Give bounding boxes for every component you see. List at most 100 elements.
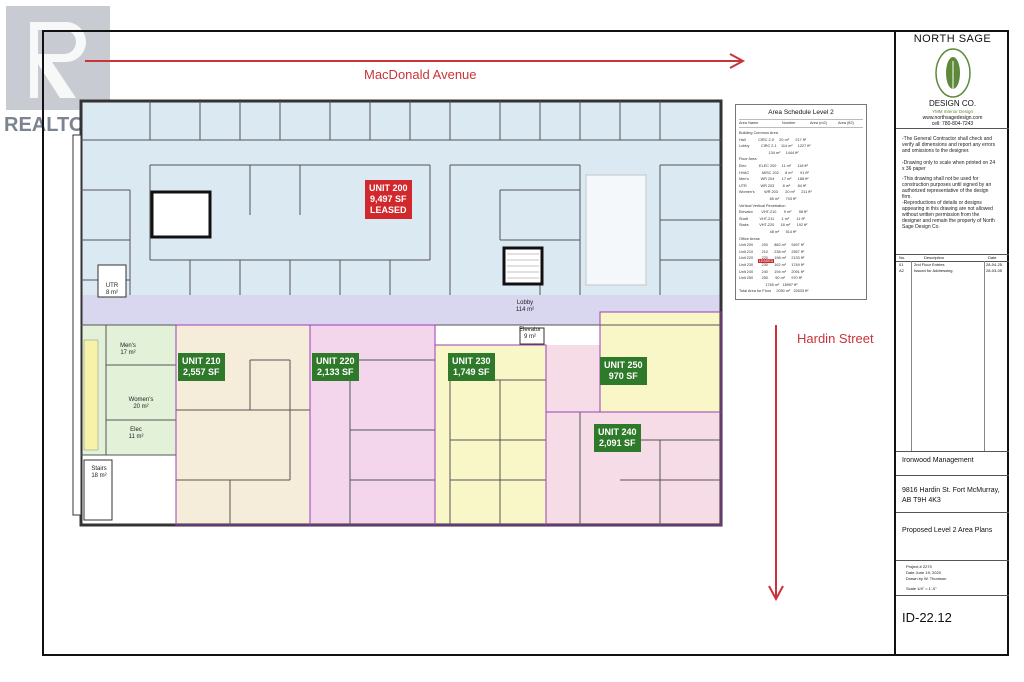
- room-lobby-area: 114 m²: [515, 307, 535, 313]
- firm-website: www.northsagedesign.com: [922, 115, 983, 121]
- area-schedule-row: Unit 240 240 194 m² 2091 ft²: [739, 269, 805, 274]
- room-mens-name: Men's: [120, 343, 136, 349]
- area-schedule-row: Unit 230 230 162 m² 1749 ft²: [739, 263, 805, 267]
- area-schedule-row: Men's WR 204 17 m² 188 ft²: [739, 177, 809, 182]
- macdonald-arrow-icon: [85, 53, 746, 69]
- area-schedule-header-name: Area Name: [739, 121, 759, 125]
- area-schedule-header-ft2: Area (ft2): [838, 121, 854, 125]
- area-schedule-row: Unit 210 210 238 m² 2557 ft²: [739, 249, 805, 254]
- note-4: -Reproductions of details or designs app…: [902, 200, 995, 230]
- area-schedule-row: HVAC MISC 202 8 m² 91 ft²: [739, 170, 809, 175]
- room-lobby-name: Lobby: [516, 300, 534, 306]
- street-arrows: [85, 53, 784, 602]
- unit-230-name: UNIT 230: [452, 356, 491, 366]
- room-womens-area: 20 m²: [133, 404, 149, 410]
- unit-200-name: UNIT 200: [369, 183, 408, 193]
- rev-1-date: 28-04-25: [986, 262, 1003, 267]
- area-schedule: Area Schedule Level 2 Area Name Number A…: [735, 104, 867, 300]
- client-name: Ironwood Management: [902, 457, 974, 464]
- area-schedule-header-m2: Area (m2): [810, 121, 827, 125]
- hardin-arrow-icon: [768, 325, 784, 602]
- unit-230-tag: UNIT 230 1,749 SF: [448, 353, 495, 381]
- room-elec-area: 11 m²: [128, 434, 144, 440]
- area-schedule-row: Hall CIRC 2-0 20 m² 217 ft²: [739, 137, 807, 142]
- unit-240-name: UNIT 240: [598, 427, 637, 437]
- area-schedule-row: Stairs VHT-220 18 m² 192 ft²: [739, 223, 808, 228]
- unit-240-area-value: 2,091 SF: [598, 438, 636, 448]
- rev-header-date: Date: [988, 255, 997, 260]
- area-schedule-row: Shaft VHT-211 1 m² 11 ft²: [739, 216, 805, 221]
- area-schedule-leased-tag: LEASED: [758, 259, 775, 263]
- room-stairs-area: 18 m²: [91, 473, 107, 479]
- area-schedule-row: 48 m² 514 ft²: [739, 230, 797, 234]
- drawing-scale: Scale 1/4" = 1'-0": [906, 586, 937, 591]
- unit-250-name: UNIT 250: [604, 360, 643, 370]
- unit-220-area-value: 2,133 SF: [316, 367, 354, 377]
- utr-box: [97, 264, 127, 298]
- area-schedule-row: Office Areas: [739, 236, 760, 241]
- area-schedule-row: Lobby CIRC 2-1 114 m² 1227 ft²: [739, 144, 811, 149]
- note-3: -This drawing shall not be used for cons…: [902, 176, 992, 200]
- area-schedule-row: Women's WR 203 20 m² 211 ft²: [739, 190, 812, 195]
- area-schedule-header-number: Number: [782, 121, 796, 125]
- area-schedule-row: Total Area for Floor 2090 m² 22633 ft²: [739, 289, 809, 294]
- area-schedule-row: UTR WR 203 8 m² 84 ft²: [739, 183, 807, 188]
- area-schedule-row: Unit 200 200 882 m² 9497 ft²: [739, 243, 805, 248]
- rev-header-desc: Description: [924, 255, 945, 260]
- note-2: -Drawing only to scale when printed on 2…: [902, 160, 996, 172]
- unit-250-area-value: 970 SF: [608, 371, 638, 381]
- unit-200-area-value: 9,497 SF: [369, 194, 407, 204]
- unit-240-link-area: [546, 345, 600, 412]
- area-schedule-row: 134 m² 1444 ft²: [739, 150, 799, 155]
- area-schedule-row: Vertical Vertical Penetration: [739, 203, 786, 208]
- area-schedule-row: Elevator VHT-210 9 m² 98 ft²: [739, 210, 808, 215]
- realtor-brand-text: REALTOR: [4, 114, 99, 136]
- room-utr-area: 8 m²: [106, 290, 118, 296]
- firm-name-line1: NORTH SAGE: [913, 33, 992, 45]
- room-womens-name: Women's: [128, 397, 154, 403]
- rev-2-no: A2: [899, 268, 904, 273]
- sheet-number: ID-22.12: [902, 610, 952, 625]
- shaft-box: [83, 339, 99, 451]
- stairs-box: [83, 459, 113, 521]
- rev-1-no: 01: [899, 262, 904, 267]
- sheet-border: [42, 30, 1009, 656]
- unit-200-status: LEASED: [370, 205, 407, 215]
- core-block: [150, 190, 212, 239]
- floor-plan: [72, 99, 723, 527]
- project-number: Project # 2270: [906, 564, 932, 569]
- area-schedule-row: Unit 250 250 90 m² 970 ft²: [739, 276, 803, 281]
- unit-230-area-value: 1,749 SF: [452, 367, 490, 377]
- rev-1-desc: 2nd Floor Entries: [914, 262, 945, 267]
- unit-240-tag: UNIT 240 2,091 SF: [594, 424, 641, 452]
- sheet-title: Proposed Level 2 Area Plans: [902, 527, 993, 534]
- unit-250-tag: UNIT 250 970 SF: [600, 357, 647, 385]
- west-wall: [72, 134, 82, 516]
- area-schedule-row: Unit 220 220 198 m² 2133 ft²: [739, 256, 805, 261]
- rev-2-date: 28-03-05: [986, 268, 1003, 273]
- open-area: [585, 174, 647, 286]
- area-schedule-row: 65 m² 703 ft²: [739, 197, 797, 201]
- unit-outlines: [175, 311, 722, 526]
- area-schedule-row: Elec ELEC 200 11 m² 118 ft²: [739, 164, 808, 168]
- area-schedule-row: 1765 m² 18997 ft²: [739, 282, 798, 287]
- top-office-walls: [81, 101, 721, 295]
- firm-name-line2: DESIGN CO.: [928, 99, 977, 108]
- project-date: Date June 19, 2020: [906, 570, 941, 575]
- rev-header-no: No.: [899, 255, 906, 260]
- realtor-logo-icon: [6, 6, 110, 110]
- unit-210-name: UNIT 210: [182, 356, 221, 366]
- unit-200-tag: UNIT 200 9,497 SF LEASED: [365, 180, 412, 219]
- leaf-logo-icon: [935, 48, 971, 98]
- room-elec-name: Elec: [130, 427, 142, 433]
- unit-210-area-value: 2,557 SF: [182, 367, 220, 377]
- street-label-right: Hardin Street: [797, 331, 874, 346]
- area-schedule-row: Floor Area: [739, 157, 757, 162]
- unit-210-tag: UNIT 210 2,557 SF: [178, 353, 225, 381]
